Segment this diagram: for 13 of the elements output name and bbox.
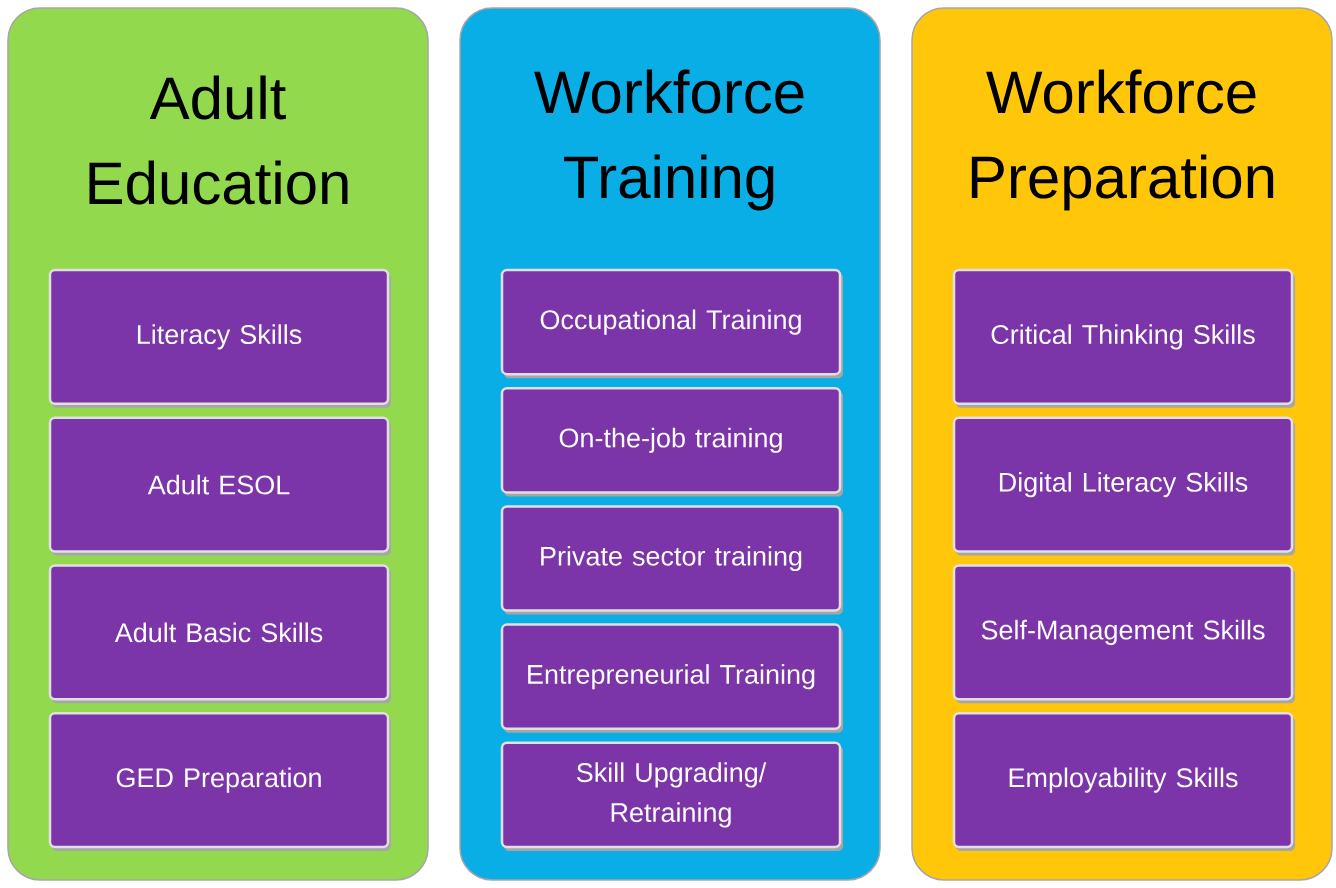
item-box: Digital Literacy Skills — [952, 416, 1295, 556]
item-box: On-the-job training — [500, 386, 843, 497]
item-box: Adult Basic Skills — [48, 564, 391, 704]
item-box: Adult ESOL — [48, 416, 391, 556]
item-box: Occupational Training — [500, 268, 843, 379]
item-box: Employability Skills — [952, 712, 1295, 851]
item-box: Private sector training — [500, 505, 843, 615]
item-box: Entrepreneurial Training — [500, 623, 843, 733]
item-box: Self-Management Skills — [952, 564, 1295, 704]
item-box: Literacy Skills — [48, 268, 391, 408]
item-box: Skill Upgrading/ Retraining — [500, 741, 843, 851]
item-box: GED Preparation — [48, 712, 391, 851]
item-box: Critical Thinking Skills — [952, 268, 1295, 408]
